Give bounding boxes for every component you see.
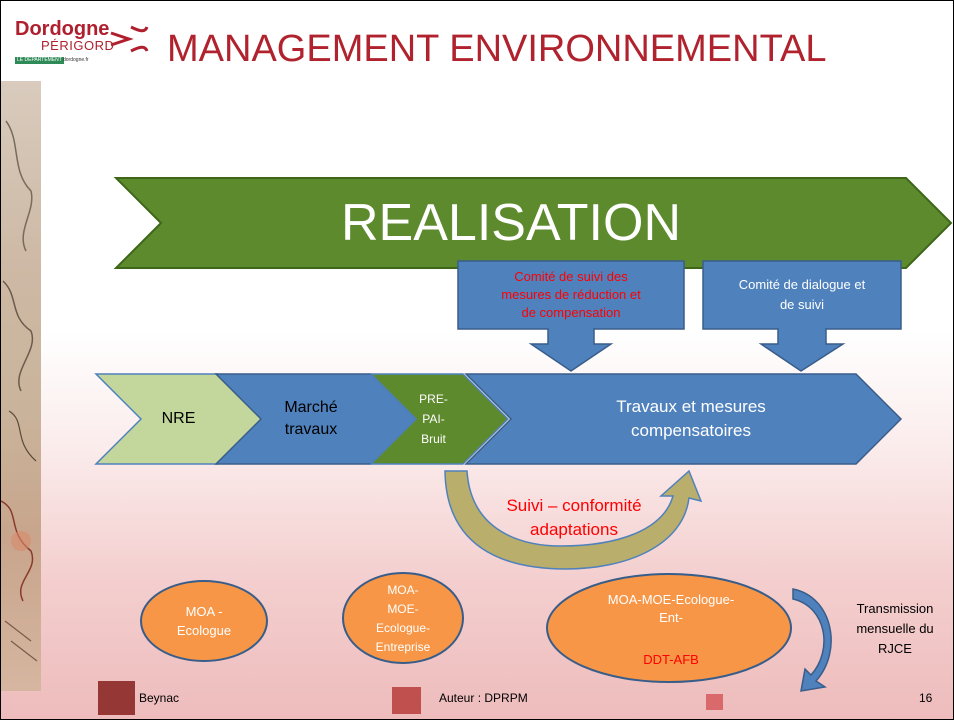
transmission-arrow (792, 588, 832, 692)
committee-callout-left (457, 260, 685, 372)
footer-square-mid (392, 687, 421, 714)
committee-label-reduction: Comité de suivi des mesures de réduction… (501, 269, 641, 320)
footer-location: Beynac (139, 691, 180, 705)
logo-tag: LE DÉPARTEMENT (15, 57, 64, 64)
loop-arrow (444, 469, 703, 570)
actor-label-moa-ecologue: MOA - Ecologue (176, 604, 232, 638)
dordogne-logo: Dordogne PÉRIGORD LE DÉPARTEMENT dordogn… (7, 9, 157, 69)
step-marche-label: Marché travaux (284, 399, 338, 438)
step-pre-arrow (369, 373, 510, 465)
logo-subtitle: PÉRIGORD (41, 38, 115, 53)
logo-url: dordogne.fr (63, 57, 89, 63)
actor-label-all-parties: MOA-MOE-Ecologue- Ent- (607, 592, 735, 625)
decorative-side-image (1, 81, 41, 691)
step-travaux-arrow (464, 373, 903, 465)
committee-callout-right (702, 260, 902, 372)
realisation-arrow (113, 177, 953, 269)
actor-ellipse-3 (546, 573, 792, 683)
footer-author: Auteur : DPRPM (439, 691, 528, 705)
loop-label: Suivi – conformité adaptations (506, 496, 642, 539)
logo-swirl-icon (110, 25, 149, 53)
transmission-label: Transmission mensuelle du RJCE (856, 601, 934, 656)
actor-ellipse-1 (140, 580, 268, 662)
logo-name: Dordogne (15, 18, 110, 40)
committee-label-dialogue: Comité de dialogue et de suivi (738, 277, 866, 312)
step-pre-label: PRE- PAI- Bruit (419, 392, 448, 446)
footer-square-dark (98, 681, 135, 715)
actor-label-moa-moe-entreprise: MOA- MOE- Ecologue- Entreprise (375, 583, 431, 654)
actor-ellipse-2 (342, 572, 464, 664)
step-travaux-label: Travaux et mesures compensatoires (616, 397, 766, 440)
footer-square-light (706, 694, 723, 710)
slide-number: 16 (919, 691, 933, 705)
slide-title: MANAGEMENT ENVIRONNEMENTAL (167, 28, 827, 70)
realisation-label: REALISATION (340, 194, 681, 252)
step-nre-label: NRE (161, 410, 196, 427)
actor-label-ddt-afb: DDT-AFB (643, 651, 699, 667)
